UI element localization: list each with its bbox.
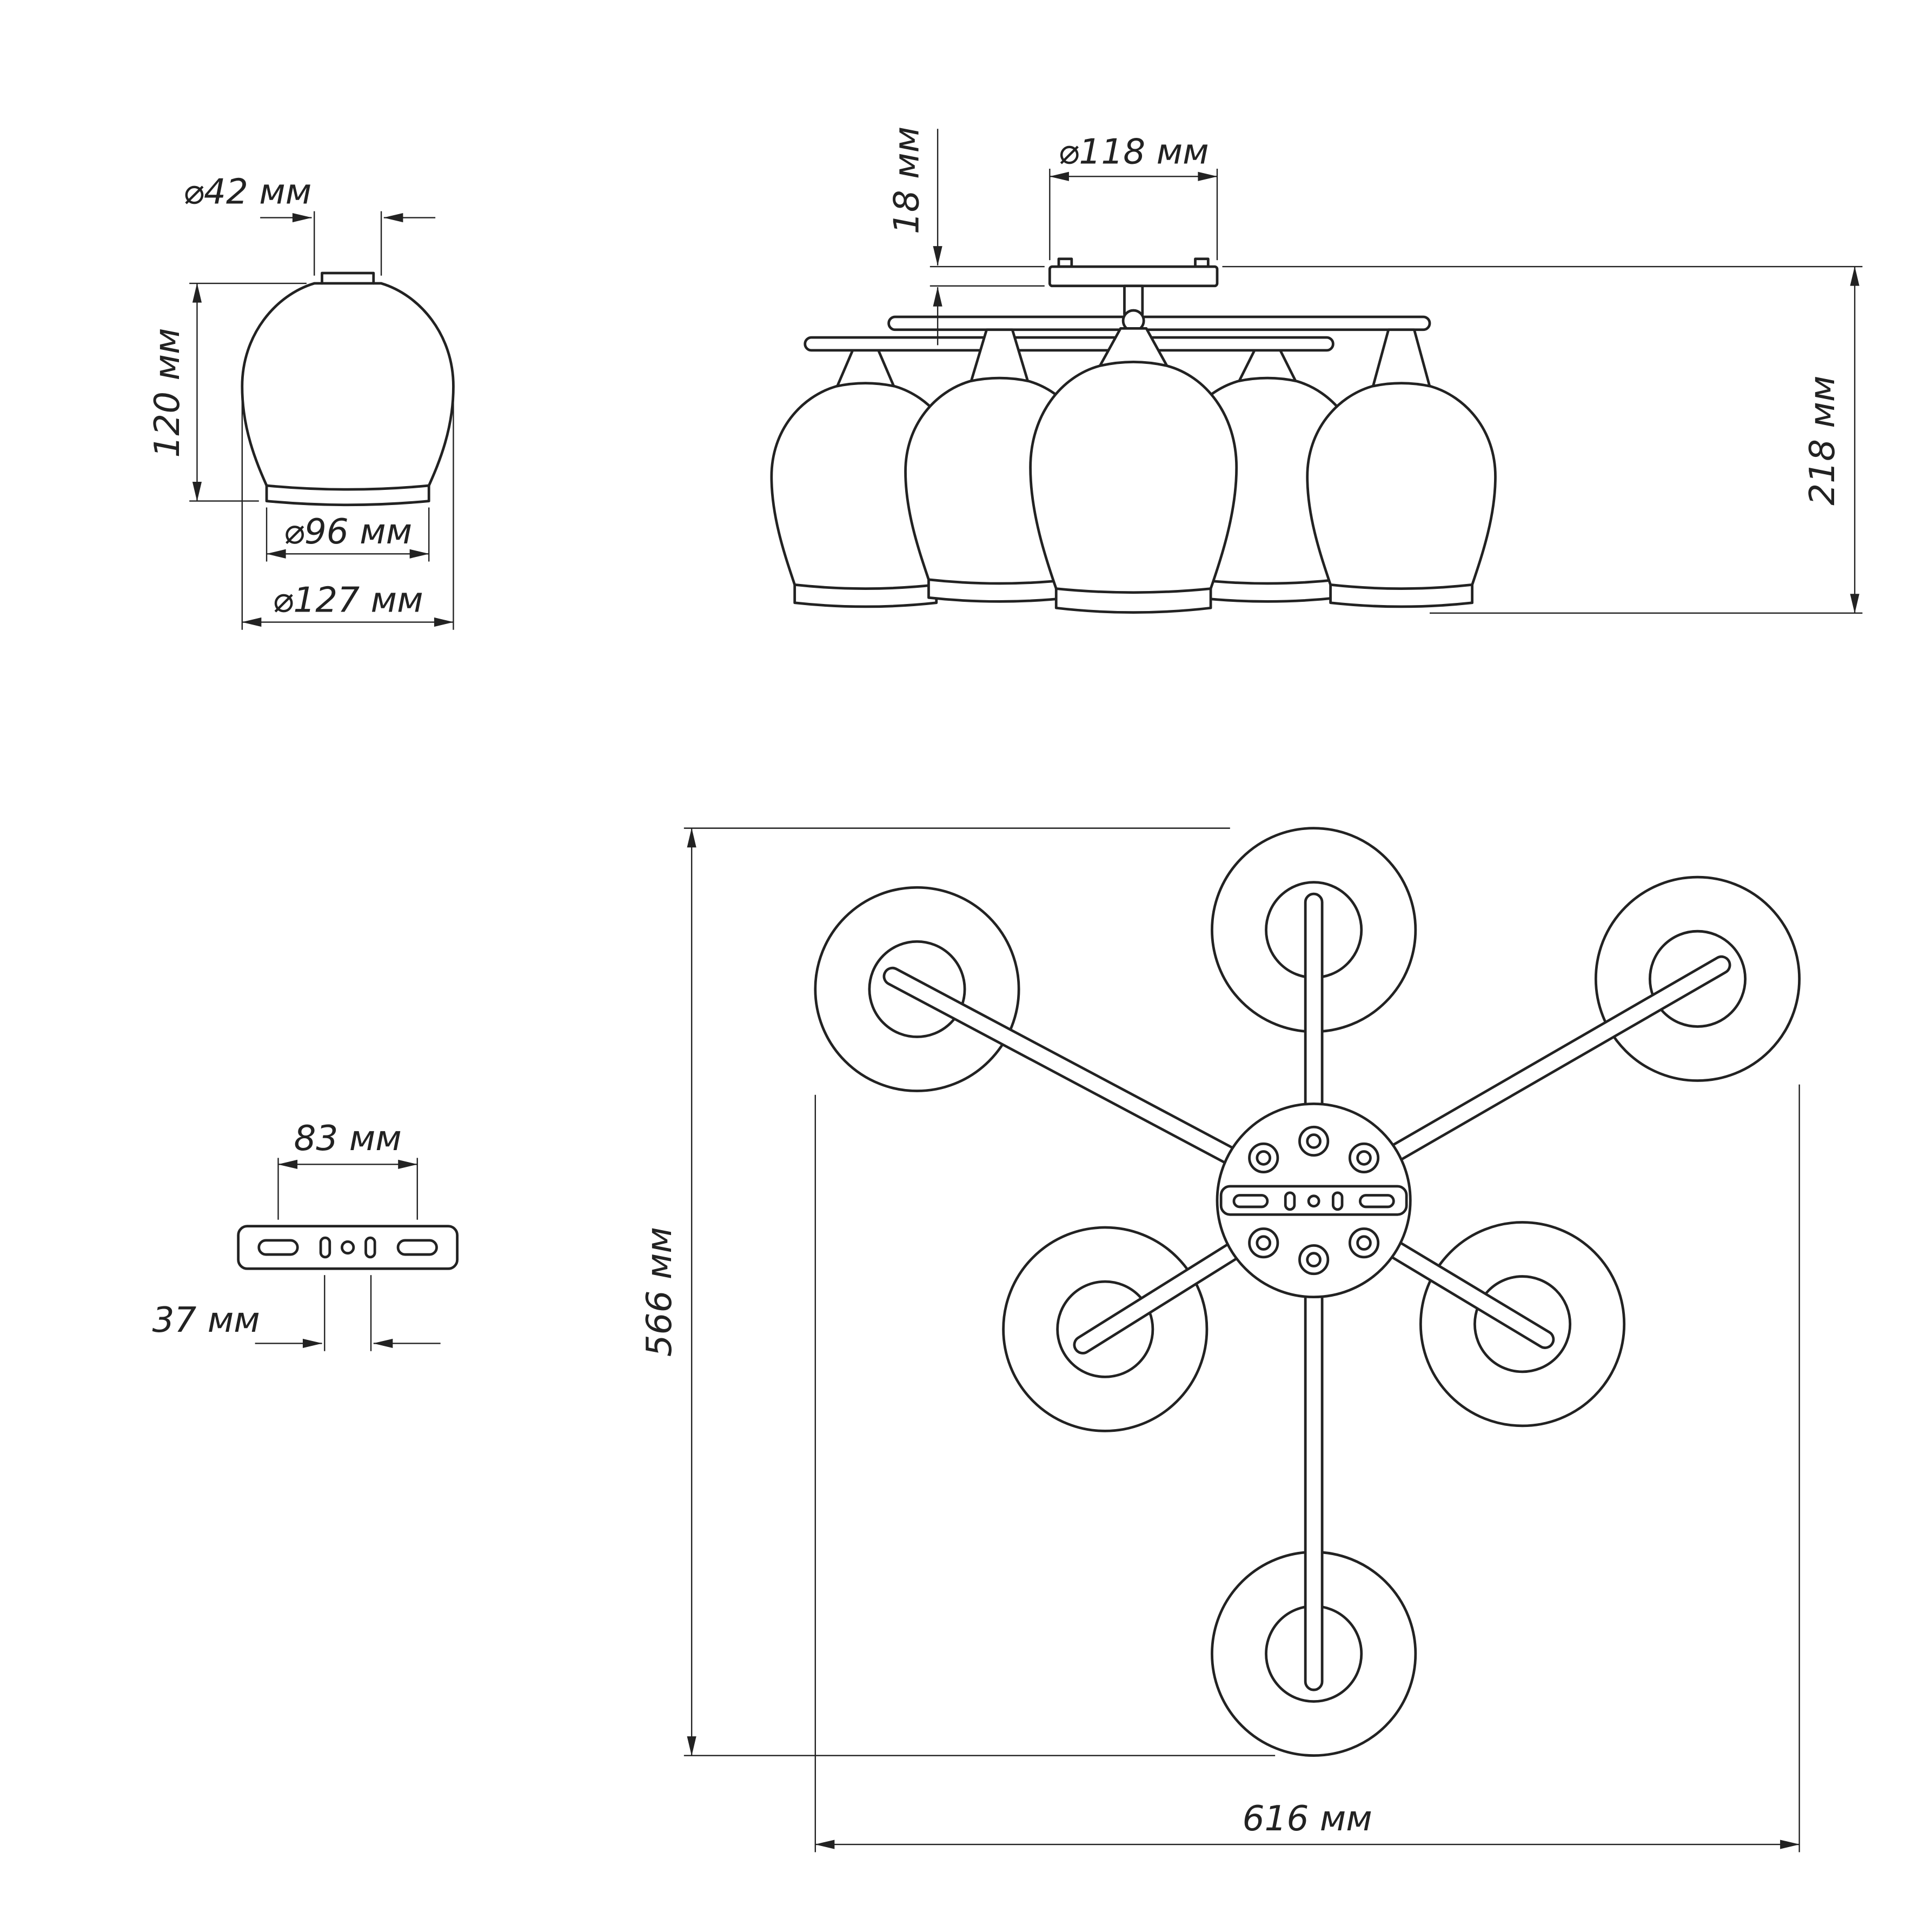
side-shade-1-band xyxy=(793,583,938,590)
bracket-center-hole xyxy=(341,1240,355,1255)
bracket-slot-right xyxy=(396,1239,438,1256)
side-shade-5 xyxy=(1306,382,1497,608)
label-top-width: 616 мм xyxy=(1243,1798,1372,1839)
hub-keyhole-left xyxy=(1284,1191,1296,1211)
dim-shade-height: 120 мм xyxy=(147,282,307,502)
side-shade-5-band xyxy=(1329,583,1474,590)
hub-bracket-strip xyxy=(1219,1185,1408,1216)
label-canopy-height: 18 мм xyxy=(886,127,927,234)
hub-body xyxy=(1216,1102,1412,1299)
arm-tube-lower xyxy=(804,336,1335,352)
dim-shade-rim-diameter: ⌀96 мм xyxy=(265,507,430,562)
lampshade-outline xyxy=(241,282,455,507)
bracket-outline xyxy=(237,1225,459,1270)
lampshade-rim-band xyxy=(265,484,430,491)
view-chandelier-side: ⌀118 мм 18 мм 218 мм xyxy=(770,127,1863,614)
bolt xyxy=(1298,1244,1330,1276)
label-shade-height: 120 мм xyxy=(147,328,188,457)
label-shade-top-diameter: ⌀42 мм xyxy=(183,171,311,212)
side-shade-4-band xyxy=(1195,578,1340,585)
bolt xyxy=(1248,1227,1279,1259)
label-canopy-diameter: ⌀118 мм xyxy=(1058,132,1209,172)
hub-center-hole xyxy=(1307,1194,1320,1208)
lampshade-collar xyxy=(321,271,375,285)
view-chandelier-top: 566 мм 616 мм xyxy=(639,827,1801,1853)
canopy-plate xyxy=(1048,265,1219,288)
socket-cone-3 xyxy=(1098,327,1169,367)
view-lampshade-detail: ⌀42 мм 120 мм ⌀96 мм ⌀127 мм xyxy=(147,171,455,630)
bolt xyxy=(1298,1125,1330,1157)
socket-cone-4 xyxy=(1238,349,1297,383)
side-shade-3-band xyxy=(1054,587,1212,594)
dim-top-depth: 566 мм xyxy=(639,827,1276,1756)
socket-cone-5 xyxy=(1371,328,1431,388)
view-mounting-bracket: 83 мм 37 мм xyxy=(152,1118,459,1351)
arm-tube-upper xyxy=(887,315,1431,331)
side-shade-2-band xyxy=(927,578,1072,585)
bolt xyxy=(1348,1227,1380,1259)
bolt xyxy=(1348,1142,1380,1174)
hub-slot-right xyxy=(1359,1194,1395,1209)
bracket-keyhole-left xyxy=(319,1236,331,1259)
dim-shade-top-diameter: ⌀42 мм xyxy=(183,171,436,276)
label-bracket-width: 37 мм xyxy=(152,1300,260,1340)
label-bracket-span: 83 мм xyxy=(294,1118,402,1159)
hub-keyhole-right xyxy=(1331,1191,1344,1211)
dim-bracket-width: 37 мм xyxy=(152,1275,441,1351)
dim-canopy-height: 18 мм xyxy=(886,127,1045,346)
side-shade-3 xyxy=(1029,360,1238,614)
bracket-keyhole-right xyxy=(364,1236,376,1259)
dim-canopy-diameter: ⌀118 мм xyxy=(1049,132,1218,261)
bracket-slot-left xyxy=(257,1239,299,1256)
dim-shade-max-diameter: ⌀127 мм xyxy=(241,394,454,630)
hub-slot-left xyxy=(1232,1194,1269,1209)
hub-bolts xyxy=(1248,1125,1380,1276)
label-shade-rim-diameter: ⌀96 мм xyxy=(283,512,412,552)
dim-bracket-span: 83 мм xyxy=(277,1118,418,1220)
dim-top-width: 616 мм xyxy=(814,1084,1800,1853)
bolt xyxy=(1248,1142,1279,1174)
label-total-height: 218 мм xyxy=(1802,376,1843,506)
socket-cone-1 xyxy=(835,349,895,388)
label-top-depth: 566 мм xyxy=(639,1227,680,1357)
label-shade-max-diameter: ⌀127 мм xyxy=(273,580,423,620)
dim-total-height: 218 мм xyxy=(1222,265,1863,614)
